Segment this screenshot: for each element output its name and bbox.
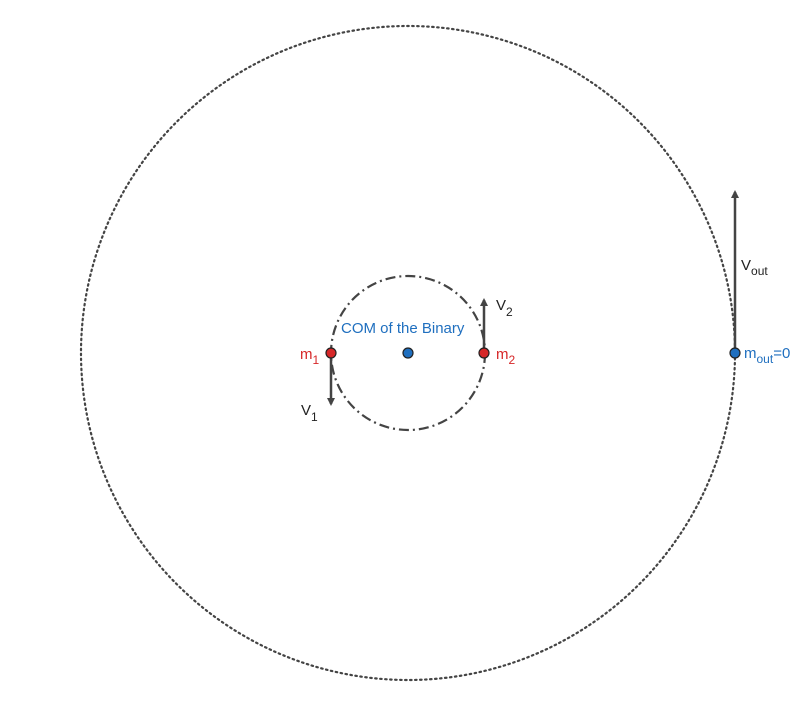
mass-label-m2: m2 [496,346,516,367]
velocity-subscript-v2: 2 [506,305,513,319]
com-label: COM of the Binary [341,320,465,337]
mass-symbol-mout: m [744,345,757,362]
mass-subscript-m1: 1 [313,353,320,367]
velocity-label-vout: Vout [741,257,768,278]
body-m2-point [478,347,490,359]
mass-value-mout: =0 [773,345,790,362]
mass-subscript-mout: out [757,352,774,366]
mass-symbol-m2: m [496,346,509,363]
velocity-symbol-v2: V [496,297,506,314]
velocity-label-v1: V1 [301,402,318,424]
com-point [402,347,414,359]
velocity-symbol-vout: V [741,257,751,274]
mass-subscript-m2: 2 [509,353,516,367]
mass-symbol-m1: m [300,346,313,363]
mass-label-mout: mout=0 [744,345,790,366]
velocity-symbol-v1: V [301,402,311,419]
velocity-label-v2: V2 [496,297,513,319]
body-out-point [729,347,741,359]
mass-label-m1: m1 [300,346,320,367]
body-m1-point [325,347,337,359]
velocity-subscript-v1: 1 [311,410,318,424]
velocity-subscript-vout: out [751,264,768,278]
